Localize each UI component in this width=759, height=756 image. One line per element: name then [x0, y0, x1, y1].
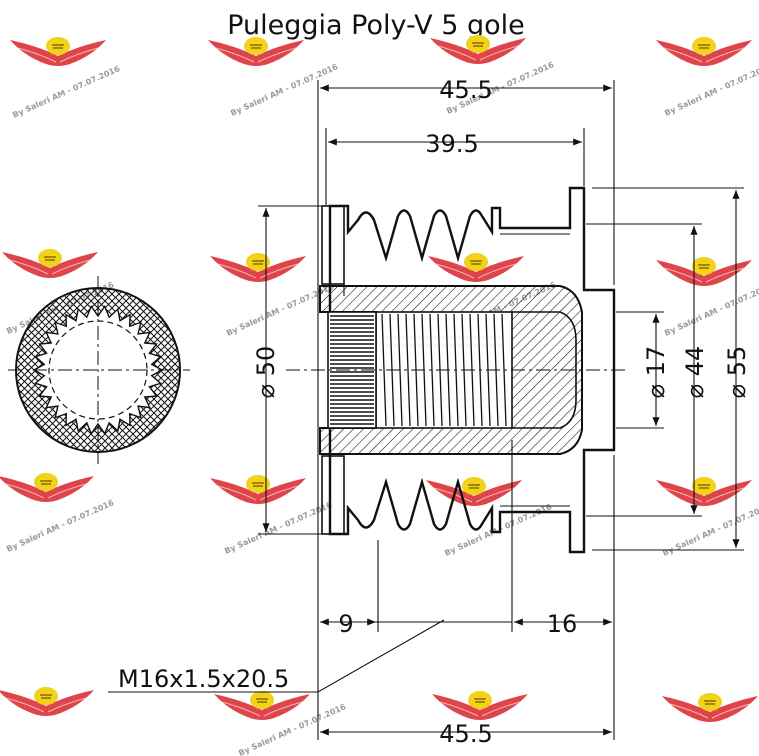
- watermark-logo: [9, 36, 107, 67]
- watermark-text: By Saleri AM - 07.07.2016: [443, 502, 554, 558]
- left-flange-bottom: [321, 455, 345, 535]
- dim-16: 16: [547, 610, 578, 638]
- watermark-logo: [425, 476, 523, 507]
- dim-9: 9: [338, 610, 353, 638]
- watermark-text: By Saleri AM - 07.07.2016: [11, 64, 122, 120]
- watermark-text: By Saleri AM - 07.07.2016: [663, 62, 759, 118]
- watermark-logo: [655, 36, 753, 67]
- watermark-text: By Saleri AM - 07.07.2016: [663, 282, 759, 338]
- watermark-text: By Saleri AM - 07.07.2016: [229, 62, 340, 118]
- thread-spec: M16x1.5x20.5: [118, 665, 289, 693]
- spline-teeth-lines: [330, 315, 374, 425]
- watermark-logo: [1, 248, 99, 279]
- pulley-outline-top: [328, 186, 616, 554]
- left-flange-top: [321, 205, 345, 285]
- watermark-text: By Saleri AM - 07.07.2016: [223, 500, 334, 556]
- dim-diameter-44: ⌀ 44: [681, 346, 709, 399]
- section-view: [286, 186, 628, 554]
- thread-line: [381, 313, 387, 427]
- dim-diameter-55: ⌀ 55: [723, 346, 751, 399]
- thread-line: [405, 313, 411, 427]
- dim-39: 39.5: [425, 130, 478, 158]
- watermark-logo: [427, 252, 525, 283]
- watermark-logo: [209, 252, 307, 283]
- watermark-logo: [207, 36, 305, 67]
- watermark-logo: [0, 472, 95, 503]
- right-bore: [512, 311, 577, 429]
- thread-leader: [108, 619, 445, 693]
- watermark-logo: [655, 476, 753, 507]
- watermark-logo: [209, 474, 307, 505]
- watermark-logo: [661, 692, 759, 723]
- watermark-logo: [213, 690, 311, 721]
- end-view: [8, 276, 190, 464]
- dim-diameter-17: ⌀ 17: [642, 346, 670, 399]
- dim-diameter-50: ⌀ 50: [252, 346, 280, 399]
- watermark-logo: [0, 686, 95, 717]
- dimension-layer: 45.5 39.5 ⌀ 50 ⌀ 17 ⌀ 44 ⌀ 55 9 16: [108, 76, 751, 748]
- dim-overall-top: 45.5: [439, 76, 492, 104]
- dim-overall-bottom: 45.5: [439, 720, 492, 748]
- watermark-logo: [655, 256, 753, 287]
- watermark-logo: [431, 690, 529, 721]
- watermark-text: By Saleri AM - 07.07.2016: [5, 498, 116, 554]
